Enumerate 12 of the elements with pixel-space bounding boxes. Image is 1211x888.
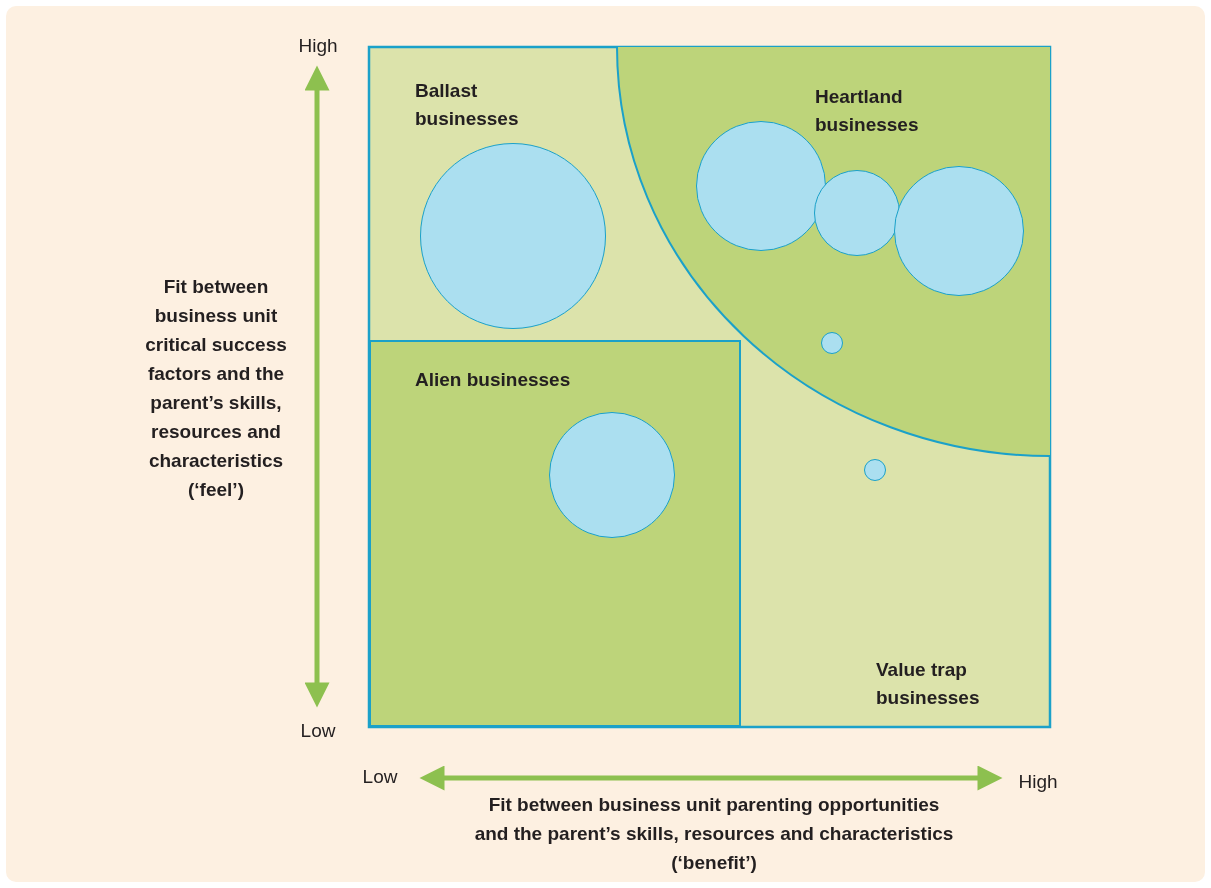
quadrant-label: Alien businesses: [415, 368, 572, 392]
axis-end-label: Low: [299, 719, 337, 743]
quadrant-label: Heartland businesses: [815, 85, 920, 137]
axis-end-label: Low: [361, 765, 399, 789]
axis-end-label: High: [297, 34, 339, 58]
axis-title: Fit between business unit parenting opportunities and the parent’s skills, resources and characteristics (‘benefit’): [474, 793, 954, 875]
quadrant-label: Ballast businesses: [415, 79, 520, 131]
quadrant-region: [369, 340, 741, 727]
axis-title: Fit between business unit critical success factors and the parent’s skills, resources and characteristics (‘feel’): [144, 275, 288, 502]
quadrant-region: [617, 47, 1050, 456]
axis-end-label: High: [1017, 770, 1059, 794]
quadrant-label: Value trap businesses: [876, 658, 981, 710]
